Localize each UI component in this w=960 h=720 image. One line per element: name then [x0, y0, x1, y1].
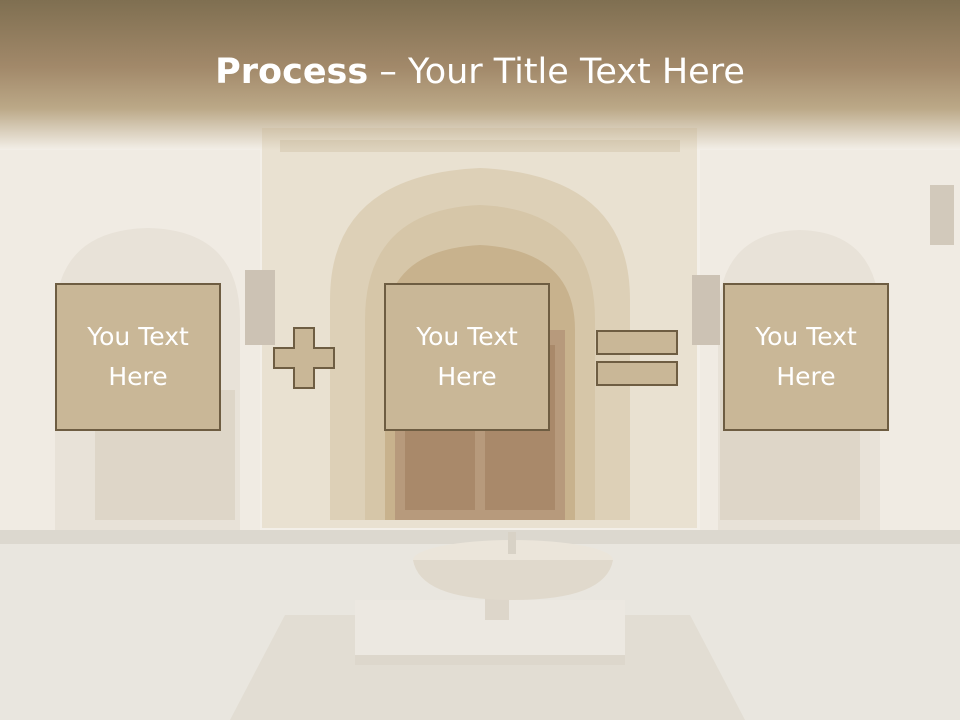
title-bold-text: Process [215, 52, 369, 92]
title-rest-text: – Your Title Text Here [368, 52, 745, 92]
process-box-3-text: You Text Here [755, 322, 857, 391]
process-box-1-text: You Text Here [87, 322, 189, 391]
process-box-2: You Text Here [384, 283, 550, 431]
title-band [0, 0, 960, 150]
equals-icon [596, 330, 678, 386]
process-box-1: You Text Here [55, 283, 221, 431]
plus-icon [273, 327, 335, 389]
process-box-3: You Text Here [723, 283, 889, 431]
slide-title: Process – Your Title Text Here [0, 52, 960, 92]
process-box-2-text: You Text Here [416, 322, 518, 391]
